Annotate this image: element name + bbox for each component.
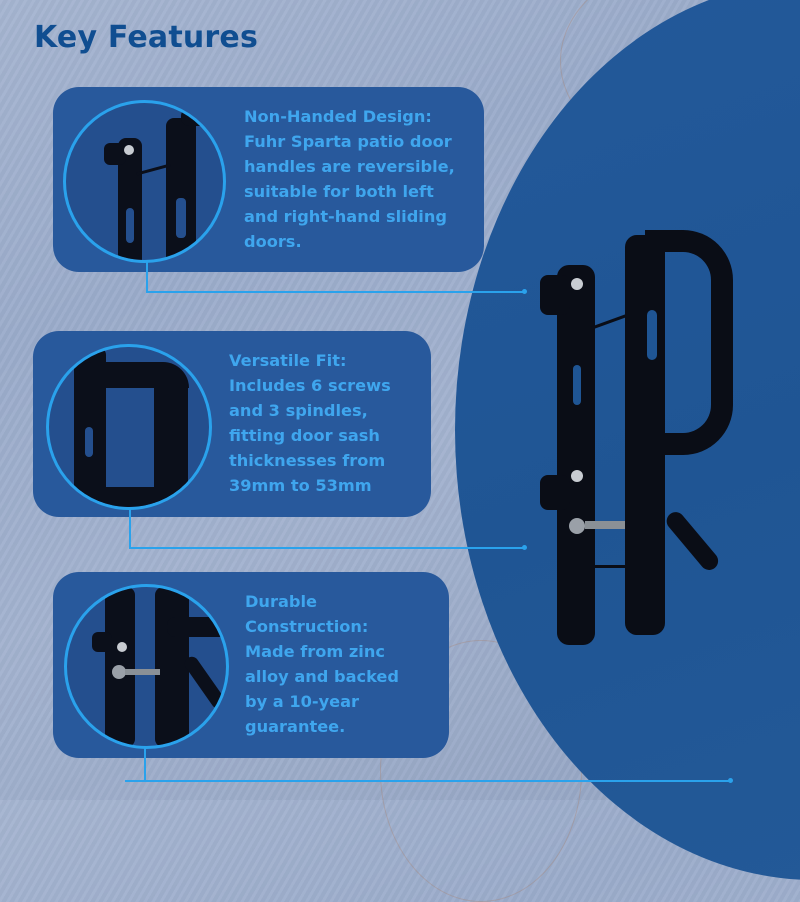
feature-text: Durable Construction: Made from zinc all… [245, 589, 445, 739]
feature-text: Versatile Fit: Includes 6 screws and 3 s… [229, 348, 429, 498]
connector-line [129, 507, 131, 548]
feature-card-durable: Durable Construction: Made from zinc all… [53, 572, 449, 758]
handle-lever-closeup-image [64, 584, 229, 749]
feature-heading: Durable [245, 592, 317, 611]
connector-dot [728, 778, 733, 783]
door-handle-image [535, 230, 735, 650]
connector-line [129, 547, 524, 549]
handle-grip-closeup-image [46, 344, 212, 510]
feature-text: Non-Handed Design: Fuhr Sparta patio doo… [244, 104, 484, 254]
connector-dot [522, 545, 527, 550]
feature-heading: Non-Handed Design: [244, 107, 432, 126]
connector-line [146, 262, 148, 292]
connector-line [125, 780, 730, 782]
handle-closeup-top-image [63, 100, 226, 263]
feature-card-versatile-fit: Versatile Fit: Includes 6 screws and 3 s… [33, 331, 431, 517]
connector-dot [522, 289, 527, 294]
connector-line [144, 748, 146, 781]
connector-line [146, 291, 524, 293]
feature-heading: Versatile Fit: [229, 351, 347, 370]
page-title: Key Features [34, 20, 259, 55]
feature-card-non-handed: Non-Handed Design: Fuhr Sparta patio doo… [53, 87, 484, 272]
